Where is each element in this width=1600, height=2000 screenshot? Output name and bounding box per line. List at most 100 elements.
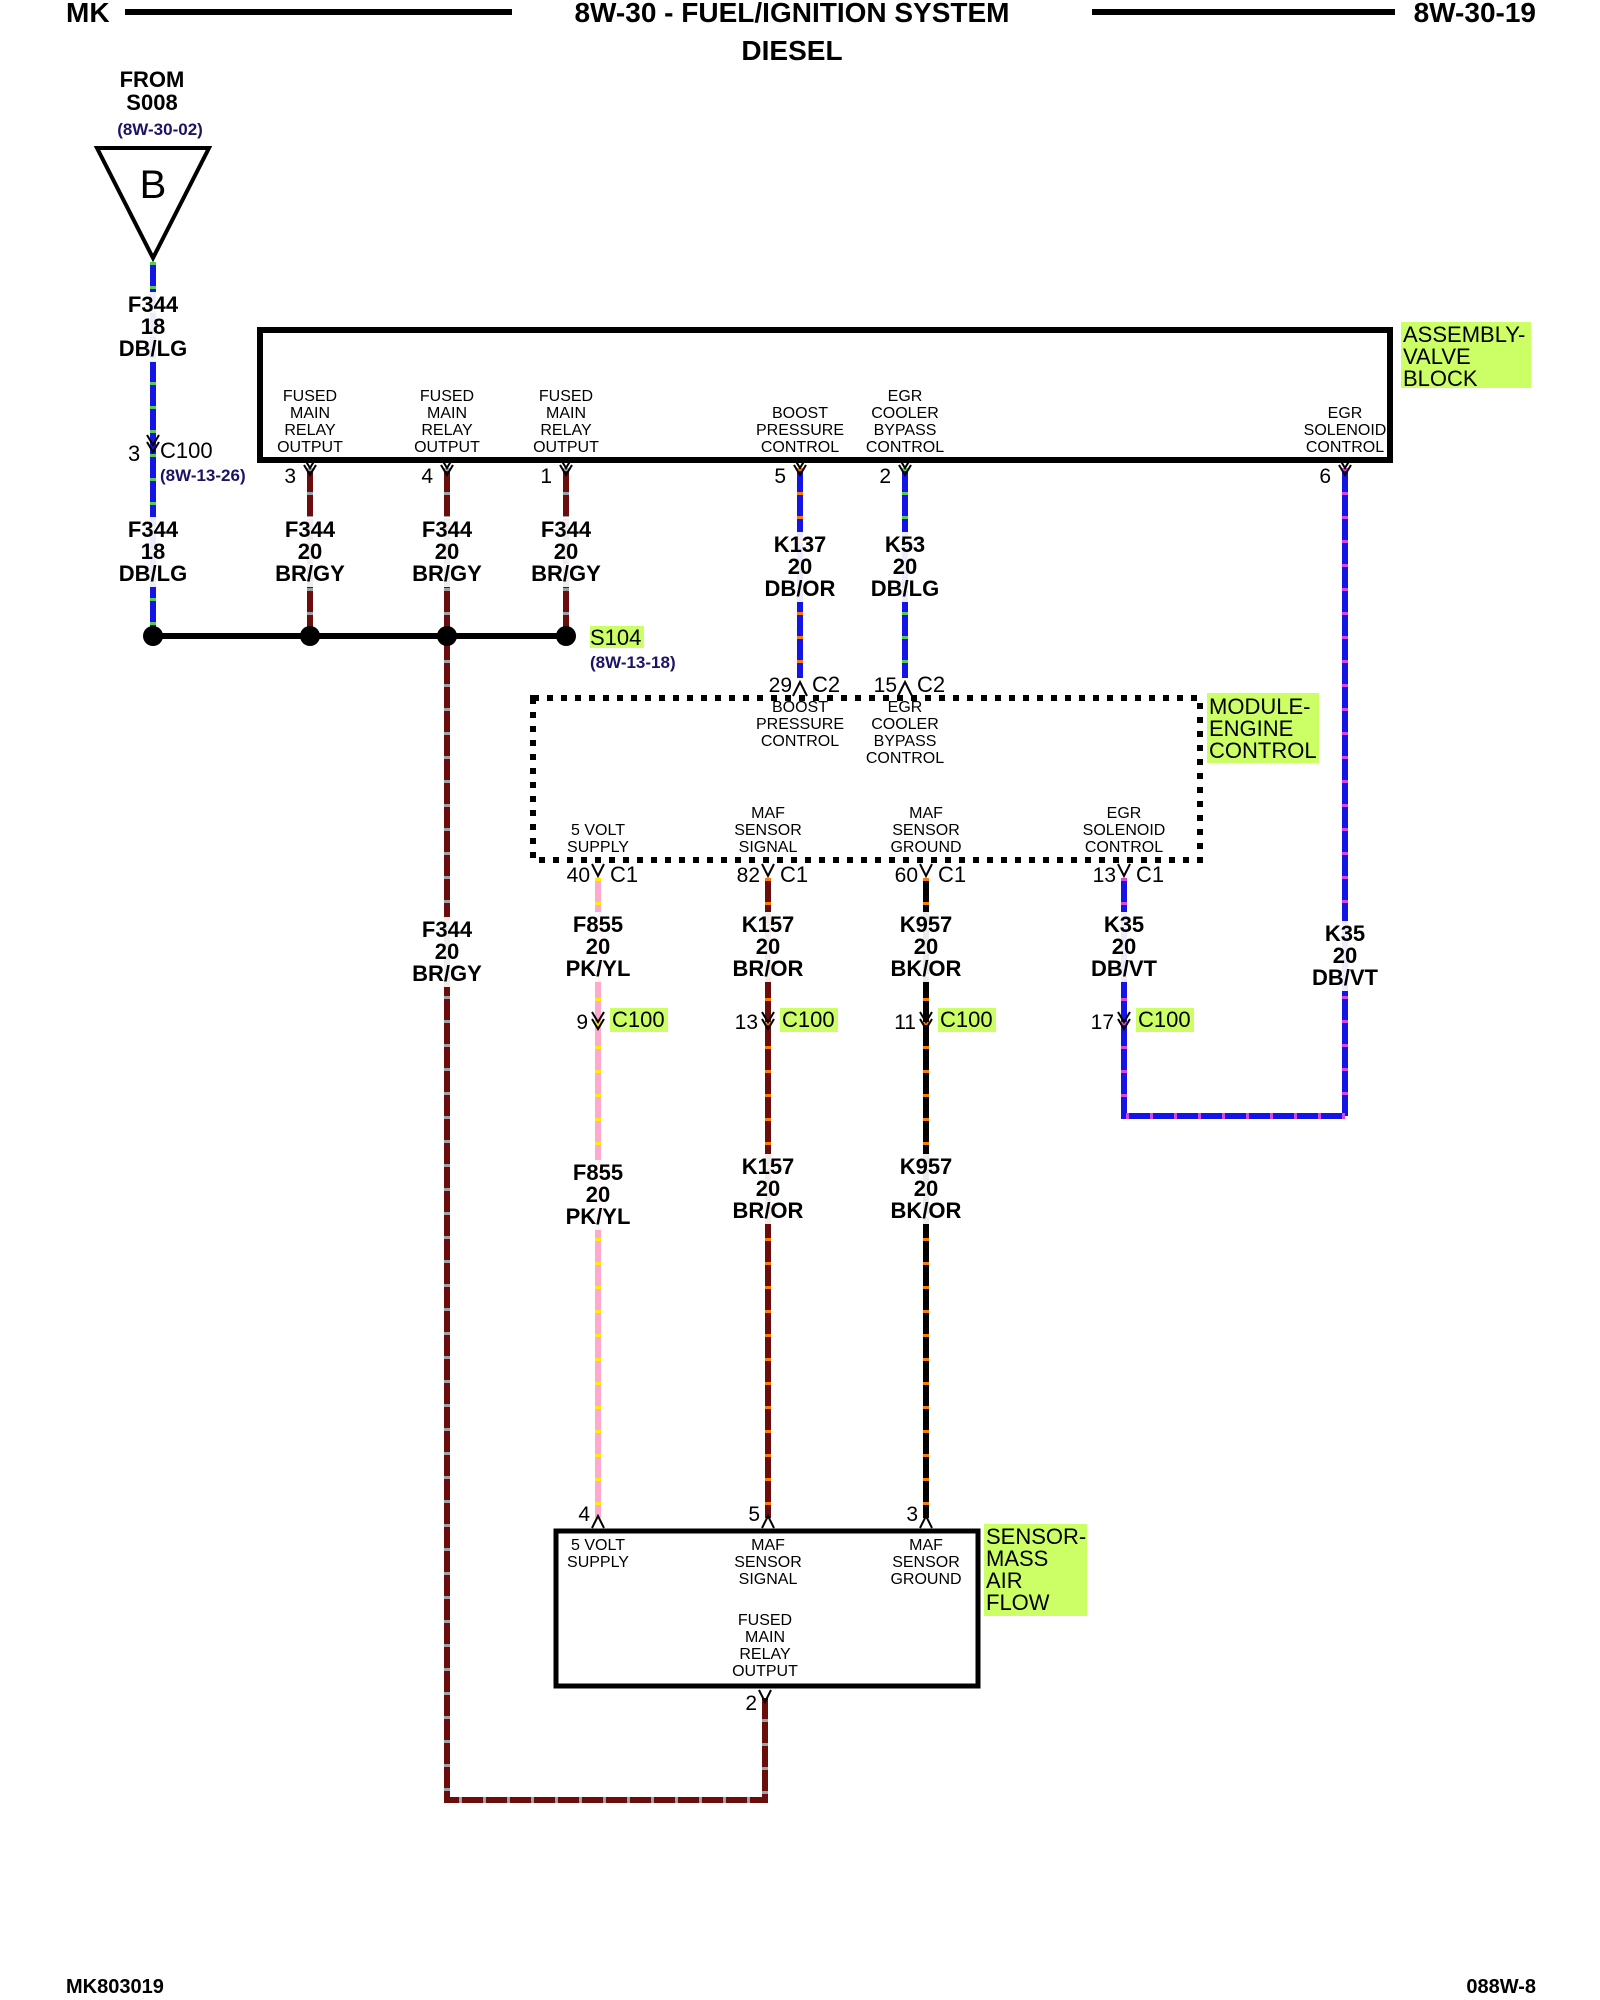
wire-circuit: F344 — [128, 517, 179, 542]
pin-label-line: MAF — [751, 805, 785, 822]
pin-label-line: MAIN — [290, 405, 330, 422]
pin-label-line: SIGNAL — [739, 839, 798, 856]
connector-name: C100 — [612, 1007, 665, 1032]
source-triangle — [93, 146, 213, 263]
wire-color: BR/OR — [733, 956, 804, 981]
pin-label-line: CONTROL — [1085, 839, 1163, 856]
pin-label-line: CONTROL — [866, 439, 944, 456]
pin-label-line: MAF — [909, 805, 943, 822]
wire-color: PK/YL — [566, 1204, 631, 1229]
footer-left: MK803019 — [66, 1976, 164, 1998]
pin-label-line: SOLENOID — [1304, 422, 1387, 439]
wire-gauge: 20 — [298, 539, 322, 564]
wire-color: BR/OR — [733, 1198, 804, 1223]
wire-circuit: K157 — [742, 1154, 795, 1179]
pin-label-line: FUSED — [539, 388, 593, 405]
connector-name: C100 — [940, 1007, 993, 1032]
maf-sensor-pins: 45 VOLTSUPPLY5MAFSENSORSIGNAL3MAFSENSORG… — [567, 1503, 962, 1715]
wire-gauge: 20 — [893, 554, 917, 579]
wire-gauge: 20 — [788, 554, 812, 579]
pin-label-line: MAIN — [546, 405, 586, 422]
header-left: MK — [66, 0, 110, 28]
header-right: 8W-30-19 — [1414, 0, 1536, 28]
pcm-name: MODULE- ENGINE CONTROL — [1207, 693, 1319, 763]
pin-number: 2 — [745, 1692, 757, 1715]
pin-connector: C1 — [938, 862, 966, 887]
pin-label-line: MAIN — [745, 1629, 785, 1646]
pin-label-line: CONTROL — [866, 750, 944, 767]
pin-label-line: BYPASS — [874, 733, 937, 750]
pin-label-line: SUPPLY — [567, 1554, 629, 1571]
pin-label-line: SUPPLY — [567, 839, 629, 856]
pin-number: 17 — [1091, 1011, 1114, 1034]
source-letter: B — [140, 163, 167, 207]
page-title: 8W-30 - FUEL/IGNITION SYSTEM — [574, 0, 1009, 28]
wire-gauge: 20 — [1112, 934, 1136, 959]
pin-number: 82 — [737, 864, 760, 887]
pin-label-line: CONTROL — [1306, 439, 1384, 456]
valve-block-name-line1: ASSEMBLY- — [1403, 322, 1525, 347]
c100-top-pin: 3 — [128, 441, 140, 466]
pin-label-line: RELAY — [540, 422, 592, 439]
valve-block-pins: FUSEDMAINRELAYOUTPUT3FUSEDMAINRELAYOUTPU… — [277, 388, 1386, 488]
pin-label-line: SENSOR — [892, 1554, 960, 1571]
pin-label-line: OUTPUT — [533, 439, 599, 456]
c100-inline-connector: 17 C100 — [1091, 1007, 1194, 1034]
maf-sensor-body — [553, 1528, 981, 1689]
pin-label-line: OUTPUT — [277, 439, 343, 456]
pin-connector: C2 — [917, 672, 945, 697]
wire-color: DB/VT — [1312, 965, 1379, 990]
wire-circuit: F344 — [128, 292, 179, 317]
connector-name: C100 — [1138, 1007, 1191, 1032]
pin-label-line: BOOST — [772, 699, 828, 716]
wire-color: DB/OR — [765, 576, 836, 601]
maf-name-line2: MASS — [986, 1546, 1048, 1571]
pin-number: 5 — [748, 1503, 760, 1526]
pin-number: 4 — [421, 465, 433, 488]
wire-color: BR/GY — [531, 561, 601, 586]
pcm-name-line1: MODULE- — [1209, 694, 1310, 719]
pin-label-line: RELAY — [284, 422, 336, 439]
pin-label-line: MAF — [909, 1537, 943, 1554]
pin-label-line: EGR — [1328, 405, 1363, 422]
pin-number: 15 — [874, 674, 897, 697]
pin-number: 29 — [769, 674, 792, 697]
pin-number: 60 — [895, 864, 918, 887]
s104-name: S104 — [590, 625, 641, 650]
pin-label-line: RELAY — [739, 1646, 791, 1663]
pin-label-line: PRESSURE — [756, 422, 844, 439]
pin-number: 3 — [906, 1503, 918, 1526]
pin-label-line: 5 VOLT — [571, 822, 625, 839]
wire-circuit: F855 — [573, 1160, 623, 1185]
pin-number: 4 — [578, 1503, 590, 1526]
pin-label-line: SOLENOID — [1083, 822, 1166, 839]
wire-gauge: 20 — [554, 539, 578, 564]
wire-circuit: K957 — [900, 1154, 953, 1179]
pin-number: 1 — [540, 465, 552, 488]
pin-label-line: SENSOR — [734, 1554, 802, 1571]
wire-color: DB/LG — [871, 576, 939, 601]
page-subtitle: DIESEL — [741, 35, 842, 66]
maf-name-line3: AIR — [986, 1568, 1023, 1593]
wire-gauge: 20 — [435, 939, 459, 964]
pin-label-line: FUSED — [283, 388, 337, 405]
c100-top-ref: (8W-13-26) — [160, 466, 246, 485]
pin-number: 13 — [735, 1011, 758, 1034]
pin-number: 11 — [894, 1011, 916, 1034]
wire-color: DB/VT — [1091, 956, 1158, 981]
wire-gauge: 18 — [141, 539, 165, 564]
wire-circuit: F344 — [422, 917, 473, 942]
maf-sensor-name: SENSOR- MASS AIR FLOW — [984, 1524, 1087, 1616]
